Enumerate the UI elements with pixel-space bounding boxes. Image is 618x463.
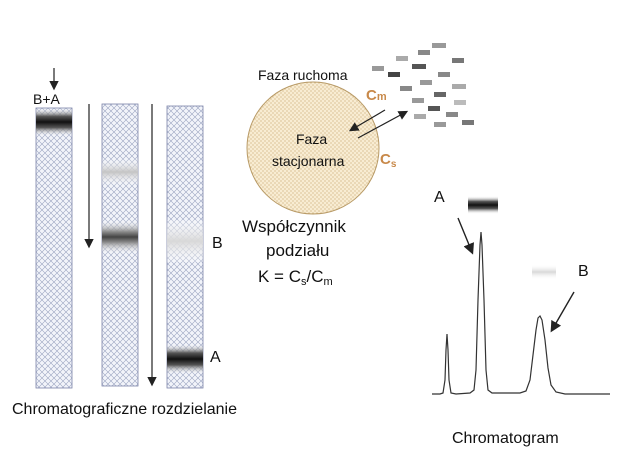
- coefficient-line-2: podziału: [266, 241, 329, 260]
- peak-b-band: [532, 265, 556, 279]
- band-b: [167, 220, 203, 262]
- chromatogram: A B Chromatogram: [432, 189, 610, 447]
- column-1: B+A: [33, 68, 94, 389]
- cs-label: Cs: [380, 151, 397, 170]
- cm-label: Cm: [366, 87, 387, 104]
- peak-a-arrow: [457, 217, 474, 255]
- stationary-label-1: Faza: [296, 131, 327, 147]
- mobile-phase-molecules: [372, 43, 474, 127]
- coefficient-formula: K = Cs/Cm: [258, 267, 333, 288]
- column-tube: [35, 107, 73, 389]
- mobile-phase-label: Faza ruchoma: [258, 67, 348, 83]
- label-b: B: [212, 235, 223, 252]
- column-2: [101, 103, 157, 387]
- band-a: [167, 344, 203, 374]
- sample-label: B+A: [33, 91, 61, 107]
- columns-caption: Chromatograficzne rozdzielanie: [12, 401, 237, 418]
- peak-a-band: [468, 196, 498, 214]
- column-3: B A: [166, 105, 223, 389]
- peak-b-arrow: [550, 291, 575, 333]
- band-b: [102, 158, 138, 186]
- chromatogram-caption: Chromatogram: [452, 430, 559, 447]
- phase-partition: Faza ruchoma Faza stacjonarna Cm Cs: [246, 43, 474, 215]
- peak-b-label: B: [578, 263, 589, 280]
- partition-coefficient: Współczynnik podziału K = Cs/Cm: [242, 217, 346, 288]
- label-a: A: [210, 349, 221, 366]
- coefficient-line-1: Współczynnik: [242, 217, 346, 236]
- exchange-arrow-in: [348, 109, 386, 132]
- peak-a-label: A: [434, 189, 445, 206]
- sample-band: [36, 108, 72, 136]
- exchange-arrow-out: [357, 110, 409, 139]
- chromatogram-trace: [432, 231, 610, 395]
- stationary-phase-circle: [246, 81, 380, 215]
- band-a: [102, 220, 138, 254]
- stationary-label-2: stacjonarna: [272, 153, 345, 169]
